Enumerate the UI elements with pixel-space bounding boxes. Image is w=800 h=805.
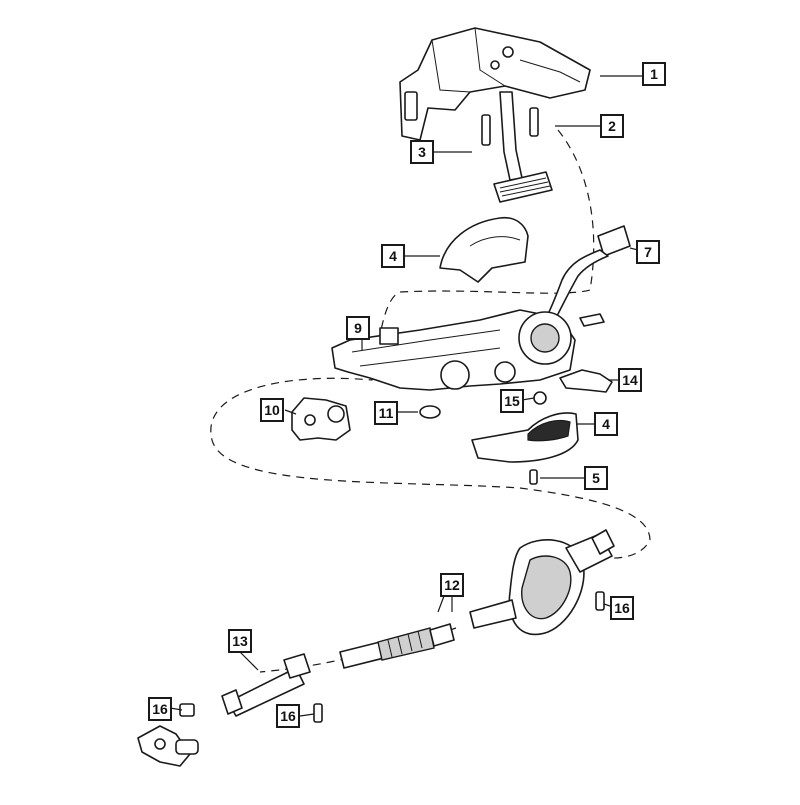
lock-housing-part <box>291 397 351 441</box>
bolt-part <box>481 107 539 146</box>
callout-4-upper: 4 <box>381 244 405 268</box>
shaft-part <box>339 599 517 669</box>
leader-10 <box>284 409 297 415</box>
bolt-16a-part <box>595 591 605 611</box>
callout-4-lower: 4 <box>594 412 618 436</box>
leader-15 <box>521 397 535 401</box>
steering-gear-fitting-part <box>137 725 199 767</box>
callout-14: 14 <box>618 368 642 392</box>
connector-part <box>559 369 613 393</box>
leader-16b <box>169 707 183 711</box>
callout-7: 7 <box>636 240 660 264</box>
callout-1: 1 <box>642 62 666 86</box>
leader-16c <box>299 713 315 717</box>
callout-16-right: 16 <box>610 596 634 620</box>
leader-13 <box>239 651 259 671</box>
screw-part <box>529 469 538 485</box>
multifunction-switch-part <box>547 225 631 319</box>
intermediate-coupler-part <box>508 529 615 636</box>
pedal-bracket-part <box>399 27 591 141</box>
callout-12: 12 <box>440 573 464 597</box>
callout-16-left: 16 <box>148 697 172 721</box>
brake-pedal-part <box>493 91 553 203</box>
leader-12b <box>437 595 445 613</box>
nut-part <box>533 391 547 405</box>
callout-13: 13 <box>228 629 252 653</box>
callout-15: 15 <box>500 389 524 413</box>
callout-9: 9 <box>346 316 370 340</box>
callout-2: 2 <box>600 114 624 138</box>
callout-3: 3 <box>410 140 434 164</box>
upper-shroud-part <box>439 216 529 283</box>
callout-10: 10 <box>260 398 284 422</box>
callout-5: 5 <box>584 466 608 490</box>
bolt-16b-part <box>179 703 195 717</box>
callout-16-middle: 16 <box>276 704 300 728</box>
leader-16a <box>603 603 611 607</box>
bushing-part <box>419 405 441 419</box>
callout-11: 11 <box>374 401 398 425</box>
lower-shaft-part <box>221 653 311 717</box>
steering-column-part <box>331 309 605 391</box>
bolt-16c-part <box>313 703 323 723</box>
